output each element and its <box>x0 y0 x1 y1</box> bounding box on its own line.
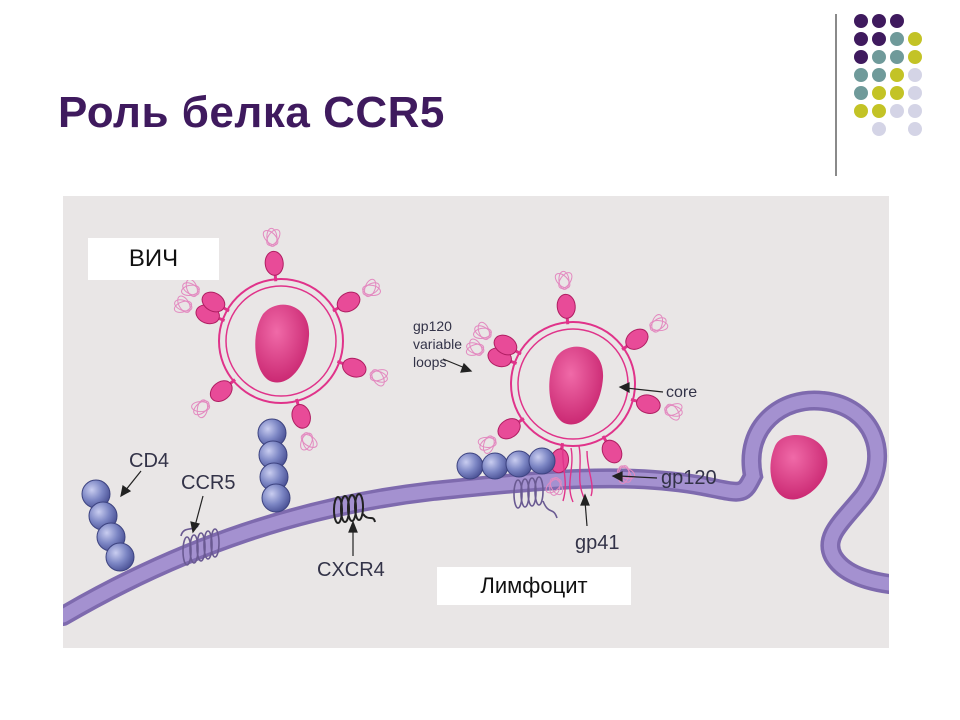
decorative-dot <box>872 122 886 136</box>
gp120-spike <box>191 378 237 419</box>
decorative-dot <box>908 32 922 46</box>
ccr5-receptor-bound <box>513 476 558 519</box>
hiv-label-box: ВИЧ <box>88 238 219 280</box>
gp120-spike <box>262 227 284 282</box>
gp41-filaments <box>561 445 593 503</box>
label-gp120-loops-line3: loops <box>413 354 446 370</box>
diagram-illustration: CD4 CCR5 CXCR4 gp120 variable loops core… <box>63 227 889 626</box>
label-cxcr4: CXCR4 <box>317 559 385 581</box>
gp120-spike <box>630 394 683 421</box>
label-gp120: gp120 <box>661 467 717 489</box>
cd4-receptor-left <box>81 479 135 572</box>
gp120-spike <box>473 321 522 356</box>
gp120-spike <box>332 278 381 313</box>
decorative-dot <box>890 50 904 64</box>
decorative-dot <box>908 50 922 64</box>
internalized-core <box>770 434 828 500</box>
gp120-spike <box>554 270 576 325</box>
lymphocyte-label-box: Лимфоцит <box>437 567 631 605</box>
gp120-spike <box>621 314 669 351</box>
gp120-spike <box>336 357 389 387</box>
decorative-dot <box>872 14 886 28</box>
cd4-receptor-bound <box>257 418 291 513</box>
decorative-dot <box>908 86 922 100</box>
ccr5-receptor <box>180 525 220 566</box>
decorative-dot <box>854 86 868 100</box>
decorative-dot <box>854 32 868 46</box>
label-gp41: gp41 <box>575 532 620 554</box>
label-ccr5: CCR5 <box>181 472 235 494</box>
decorative-dot <box>908 68 922 82</box>
hiv-virion-left <box>218 278 344 404</box>
label-core: core <box>666 384 697 401</box>
cd4-receptor-right <box>456 447 556 480</box>
decorative-dot <box>890 104 904 118</box>
decorative-dot <box>908 122 922 136</box>
hiv-entry-diagram: CD4 CCR5 CXCR4 gp120 variable loops core… <box>63 196 889 648</box>
header-divider <box>835 14 837 176</box>
decorative-dot <box>890 14 904 28</box>
slide-title: Роль белка CCR5 <box>58 88 445 137</box>
decorative-dot <box>872 86 886 100</box>
decorative-dot <box>872 32 886 46</box>
gp120-spike <box>477 417 525 454</box>
decorative-dot <box>872 68 886 82</box>
gp120-spike <box>291 398 318 451</box>
decorative-dot <box>854 14 868 28</box>
decorative-dot <box>854 50 868 64</box>
decorative-dot <box>872 50 886 64</box>
decorative-dot <box>872 104 886 118</box>
label-cd4: CD4 <box>129 450 169 472</box>
gp120-spike <box>181 278 230 313</box>
decorative-dot <box>890 32 904 46</box>
cxcr4-receptor <box>333 493 376 524</box>
decorative-dot <box>854 104 868 118</box>
decorative-dot <box>890 68 904 82</box>
decorative-dot <box>890 86 904 100</box>
hiv-virion-right <box>510 321 636 447</box>
decorative-dot <box>854 68 868 82</box>
decorative-dot <box>908 104 922 118</box>
label-gp120-loops-line2: variable <box>413 336 462 352</box>
label-gp120-loops-line1: gp120 <box>413 318 452 334</box>
